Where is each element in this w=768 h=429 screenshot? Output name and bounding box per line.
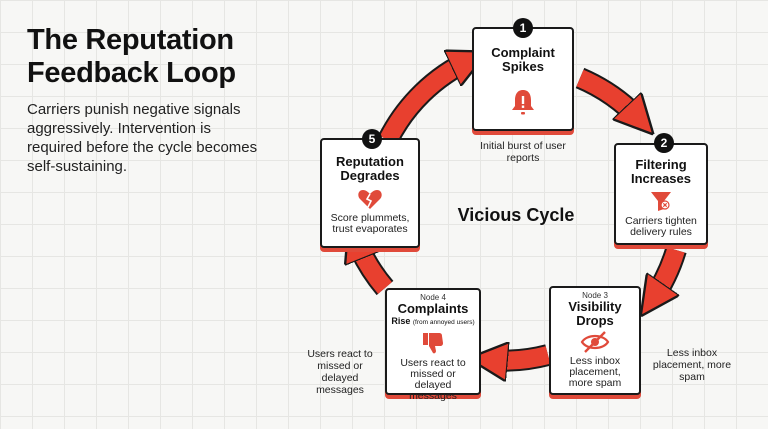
node-5-title: Reputation Degrades bbox=[336, 154, 404, 183]
page-subtitle: Carriers punish negative signals aggress… bbox=[27, 101, 258, 175]
arrow-5-to-1 bbox=[379, 60, 470, 145]
node-complaint-spikes: Complaint Spikes bbox=[472, 27, 574, 131]
node-reputation-degrades: Reputation Degrades Score plummets, trus… bbox=[320, 138, 420, 248]
node-visibility-drops: Node 3 Visibility Drops Less inbox place… bbox=[549, 286, 641, 395]
node-3-title: Visibility Drops bbox=[568, 299, 622, 328]
broken-heart-icon bbox=[358, 190, 382, 209]
node-2-title: Filtering Increases bbox=[631, 157, 691, 186]
node-3-description: Less inbox placement, more spam bbox=[568, 355, 622, 389]
funnel-icon bbox=[651, 192, 671, 211]
node-1-title: Complaint Spikes bbox=[491, 45, 555, 74]
node-3-caption: Less inbox placement, more spam bbox=[652, 347, 732, 383]
node-2-number-badge: 2 bbox=[654, 133, 674, 153]
node-5-description: Score plummets, trust evaporates bbox=[330, 212, 410, 235]
node-2-description: Carriers tighten delivery rules bbox=[625, 215, 697, 238]
arrow-2-to-3 bbox=[652, 247, 685, 300]
eye-slash-icon bbox=[580, 331, 610, 353]
alarm-bell-icon bbox=[512, 90, 534, 115]
node-4-tag: Node 4 bbox=[420, 293, 446, 302]
node-4-title: Complaints bbox=[397, 301, 469, 316]
arrow-3-to-4 bbox=[488, 355, 551, 361]
cycle-center-label: Vicious Cycle bbox=[457, 205, 575, 225]
node-complaints-rise: Node 4 Complaints Rise (from annoyed use… bbox=[385, 288, 481, 402]
node-5-number-badge: 5 bbox=[362, 129, 382, 149]
node-4-title-line2: Rise (from annoyed users) bbox=[391, 316, 475, 326]
node-filtering-increases: Filtering Increases Carriers tighten del… bbox=[614, 143, 708, 245]
node-3-tag: Node 3 bbox=[582, 291, 608, 300]
arrow-1-to-2 bbox=[576, 69, 640, 120]
node-4-title-note: (from annoyed users) bbox=[412, 319, 475, 326]
node-1-caption: Initial burst of user reports bbox=[480, 140, 566, 164]
page-title: The Reputation Feedback Loop bbox=[27, 24, 236, 89]
node-4-description: Users react to missed or delayed message… bbox=[400, 357, 466, 402]
node-4-caption: Users react to missed or delayed message… bbox=[307, 348, 373, 396]
thumbs-down-icon bbox=[423, 333, 443, 354]
node-1-number-badge: 1 bbox=[513, 18, 533, 38]
